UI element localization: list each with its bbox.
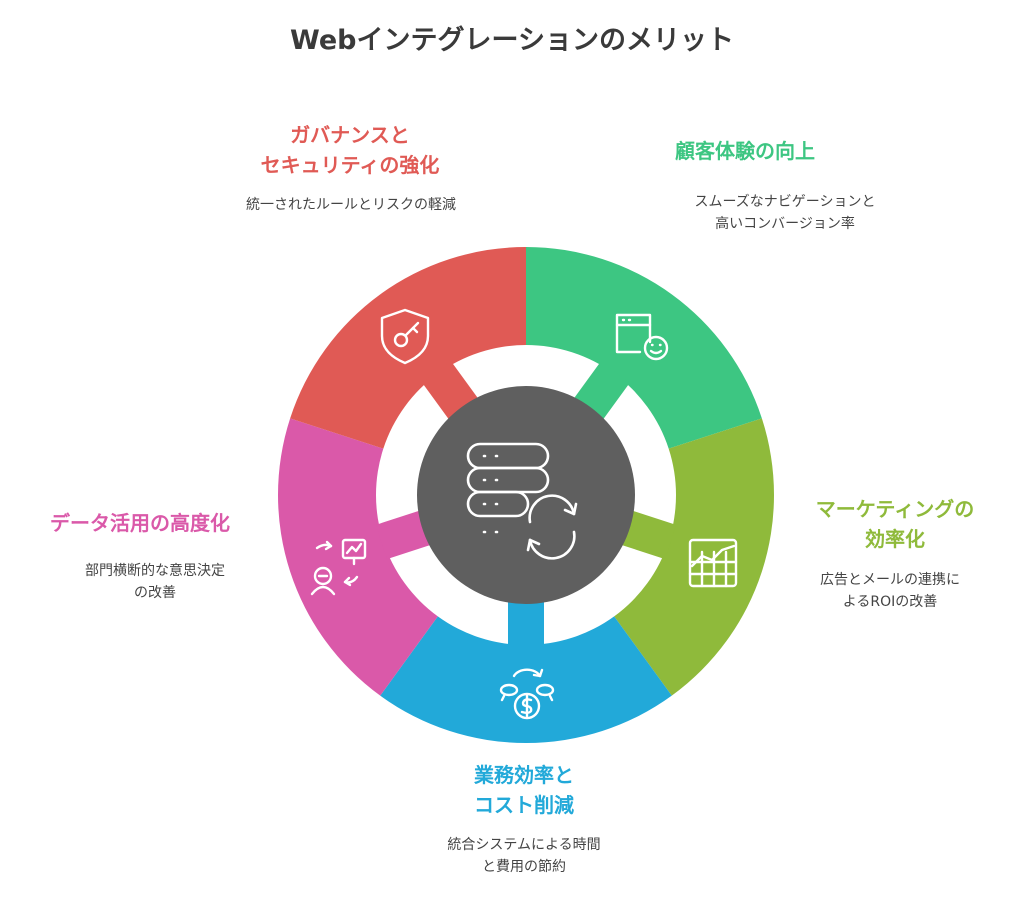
presenter-chart-icon bbox=[310, 538, 367, 596]
experience-description: スムーズなナビゲーションと 高いコンバージョン率 bbox=[620, 191, 950, 235]
governance-segment bbox=[290, 247, 526, 449]
efficiency-description-line-1: 統合システムによる時間 bbox=[447, 837, 601, 853]
data-description-line-2: の改善 bbox=[134, 585, 176, 601]
governance-title: ガバナンスと セキュリティの強化 bbox=[160, 120, 540, 180]
marketing-description: 広告とメールの連携に よるROIの改善 bbox=[770, 569, 1010, 613]
marketing-connector bbox=[617, 509, 677, 560]
data-description: 部門横断的な意思決定 の改善 bbox=[30, 560, 280, 604]
data-connector bbox=[375, 509, 435, 560]
governance-description-line-1: 統一されたルールとリスクの軽減 bbox=[246, 197, 456, 213]
experience-title: 顧客体験の向上 bbox=[600, 136, 890, 166]
marketing-title: マーケティングの 効率化 bbox=[790, 494, 1000, 554]
server-sync-icon bbox=[466, 442, 578, 560]
efficiency-title-line-2: コスト削減 bbox=[474, 793, 574, 817]
marketing-description-line-1: 広告とメールの連携に bbox=[820, 572, 960, 588]
efficiency-segment bbox=[380, 616, 672, 743]
efficiency-description-line-2: と費用の節約 bbox=[482, 859, 566, 875]
governance-title-line-2: セキュリティの強化 bbox=[260, 153, 440, 177]
experience-description-line-2: 高いコンバージョン率 bbox=[715, 216, 855, 232]
marketing-title-line-2: 効率化 bbox=[865, 527, 925, 551]
efficiency-description: 統合システムによる時間 と費用の節約 bbox=[394, 834, 654, 878]
shield-key-icon bbox=[380, 308, 430, 365]
chart-grid-icon bbox=[688, 538, 738, 588]
efficiency-title: 業務効率と コスト削減 bbox=[414, 760, 634, 820]
data-title: データ活用の高度化 bbox=[20, 508, 260, 538]
governance-title-line-1: ガバナンスと bbox=[290, 123, 410, 147]
marketing-segment bbox=[614, 418, 774, 696]
data-title-line-1: データ活用の高度化 bbox=[50, 511, 230, 535]
efficiency-connector bbox=[508, 597, 544, 647]
data-description-line-1: 部門横断的な意思決定 bbox=[85, 563, 225, 579]
efficiency-title-line-1: 業務効率と bbox=[474, 763, 574, 787]
browser-smiley-icon bbox=[615, 313, 669, 361]
hub-circle bbox=[417, 386, 635, 604]
marketing-title-line-1: マーケティングの bbox=[815, 497, 975, 521]
governance-description: 統一されたルールとリスクの軽減 bbox=[60, 194, 456, 216]
page-title: Webインテグレーションのメリット bbox=[290, 25, 734, 56]
money-cycle-icon bbox=[499, 668, 555, 720]
experience-description-line-1: スムーズなナビゲーションと bbox=[694, 194, 876, 210]
experience-title-line-1: 顧客体験の向上 bbox=[675, 139, 815, 163]
marketing-description-line-2: よるROIの改善 bbox=[842, 594, 938, 610]
